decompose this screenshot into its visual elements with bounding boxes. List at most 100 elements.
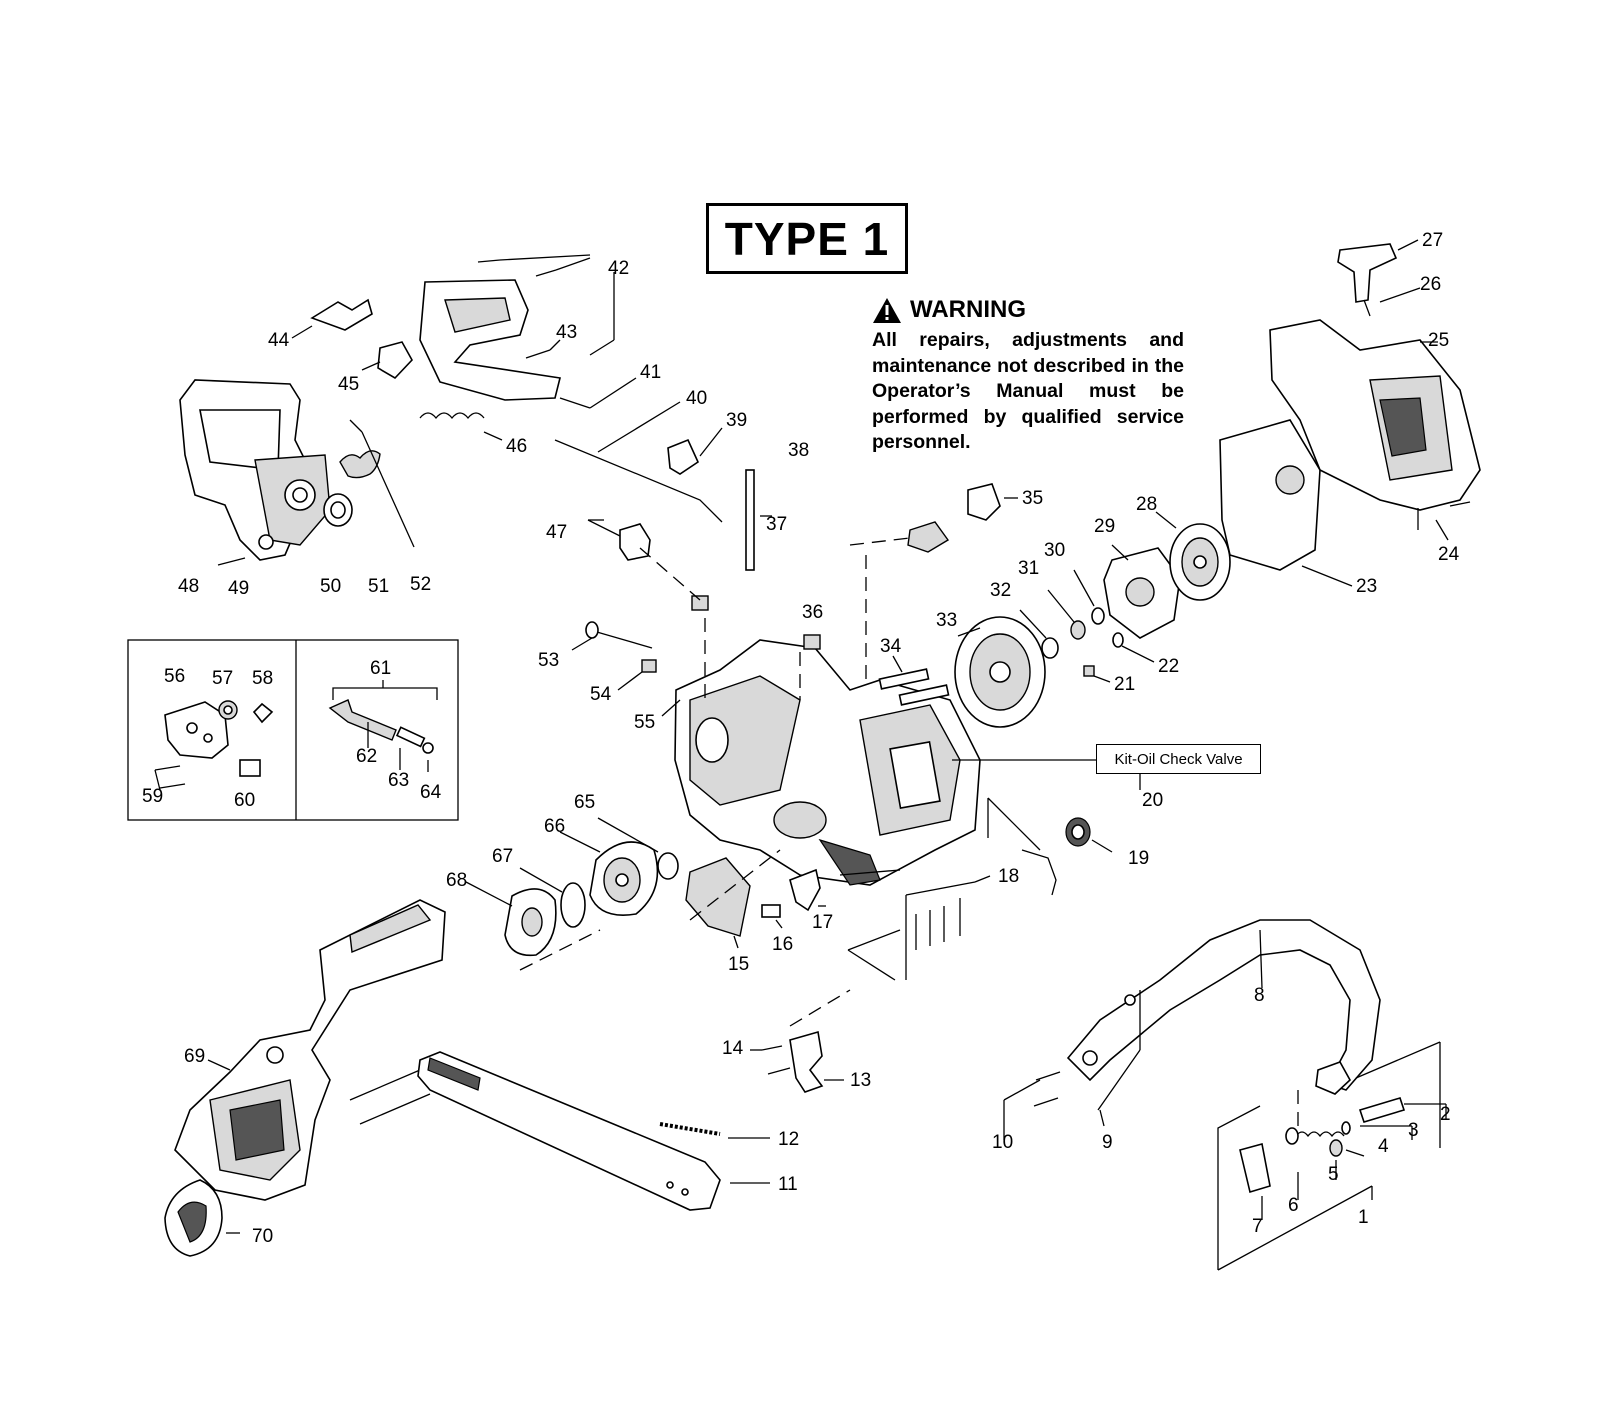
crankcase-assembly xyxy=(571,547,981,886)
label-part-61: 61 xyxy=(370,658,391,679)
handle-clamp xyxy=(1315,1061,1352,1095)
label-part-23: 23 xyxy=(1356,576,1377,597)
pump-fitting xyxy=(252,702,274,724)
isolator-spring-2 xyxy=(339,450,381,479)
plate-2 xyxy=(1358,1097,1406,1123)
hose-fitting xyxy=(422,742,434,754)
label-part-60: 60 xyxy=(234,790,255,811)
oil-hose xyxy=(328,699,397,741)
label-part-36: 36 xyxy=(802,602,823,623)
bumper-spike xyxy=(789,868,821,912)
cable-grommet xyxy=(667,438,700,475)
oil-cap xyxy=(907,521,950,553)
label-part-40: 40 xyxy=(686,388,707,409)
label-part-51: 51 xyxy=(368,576,389,597)
label-part-15: 15 xyxy=(728,954,749,975)
label-part-32: 32 xyxy=(990,580,1011,601)
clutch-drum-group xyxy=(465,817,679,971)
washer-65 xyxy=(657,852,679,880)
bolt-34 xyxy=(878,668,930,690)
label-part-64: 64 xyxy=(420,782,442,803)
label-part-26: 26 xyxy=(1420,274,1441,295)
label-part-39: 39 xyxy=(726,410,747,431)
part-labels: 1 2 3 4 5 6 7 8 9 10 11 12 13 14 15 16 1… xyxy=(142,230,1460,1247)
label-part-25: 25 xyxy=(1428,330,1449,351)
label-part-48: 48 xyxy=(178,576,199,597)
label-part-70: 70 xyxy=(252,1226,273,1247)
return-spring xyxy=(419,412,485,420)
label-part-65: 65 xyxy=(574,792,595,813)
label-part-63: 63 xyxy=(388,770,409,791)
warning-body: All repairs, adjustments and maintenance… xyxy=(872,329,1184,453)
label-part-13: 13 xyxy=(850,1070,871,1091)
front-handle-group xyxy=(1003,919,1447,1271)
label-part-18: 18 xyxy=(998,866,1019,887)
label-part-46: 46 xyxy=(506,436,527,457)
label-part-31: 31 xyxy=(1018,558,1039,579)
label-part-69: 69 xyxy=(184,1046,205,1067)
label-part-43: 43 xyxy=(556,322,577,343)
starter-housing-group xyxy=(1269,239,1481,541)
label-part-66: 66 xyxy=(544,816,565,837)
kit-label: Kit-Oil Check Valve xyxy=(1114,750,1243,768)
label-part-30: 30 xyxy=(1044,540,1065,561)
label-part-29: 29 xyxy=(1094,516,1115,537)
label-part-67: 67 xyxy=(492,846,513,867)
kit-oil-check-valve-box: Kit-Oil Check Valve xyxy=(1096,744,1261,774)
part-21 xyxy=(1083,665,1095,677)
label-part-55: 55 xyxy=(634,712,655,733)
label-part-10: 10 xyxy=(992,1132,1013,1153)
rear-handle-assembly xyxy=(179,379,415,566)
type-label: TYPE 1 xyxy=(724,212,890,265)
starter-handle xyxy=(1337,243,1398,303)
starter-plate xyxy=(1219,419,1321,571)
label-part-22: 22 xyxy=(1158,656,1179,677)
label-part-6: 6 xyxy=(1288,1195,1299,1216)
label-part-42: 42 xyxy=(608,258,629,279)
label-part-68: 68 xyxy=(446,870,467,891)
guide-bar xyxy=(417,1051,721,1211)
label-part-16: 16 xyxy=(772,934,793,955)
label-part-37: 37 xyxy=(766,514,787,535)
label-part-50: 50 xyxy=(320,576,341,597)
label-part-35: 35 xyxy=(1022,488,1043,509)
part-30 xyxy=(1091,607,1105,625)
label-part-17: 17 xyxy=(812,912,833,933)
warning-title: WARNING xyxy=(910,296,1026,323)
front-handle-frame xyxy=(291,254,637,441)
washer-4 xyxy=(1329,1139,1343,1157)
warning-notice: WARNING All repairs, adjustments and mai… xyxy=(872,296,1184,456)
washer-67 xyxy=(560,882,586,928)
label-part-9: 9 xyxy=(1102,1132,1113,1153)
label-part-4: 4 xyxy=(1378,1136,1389,1157)
saw-chain xyxy=(659,1122,721,1136)
warning-icon xyxy=(873,297,901,323)
washer-32 xyxy=(1041,637,1059,659)
sprocket-cover xyxy=(685,857,751,937)
label-part-57: 57 xyxy=(212,668,233,689)
label-part-21: 21 xyxy=(1114,674,1135,695)
throttle-lever xyxy=(310,298,373,331)
lower-parts-group xyxy=(685,759,1141,981)
nut-54 xyxy=(641,659,657,673)
label-part-52: 52 xyxy=(410,574,431,595)
label-part-1: 1 xyxy=(1358,1207,1369,1228)
chain-brake-cover xyxy=(174,899,446,1201)
oil-line xyxy=(1021,849,1057,896)
throttle-cable xyxy=(554,439,723,523)
label-part-8: 8 xyxy=(1254,985,1265,1006)
bar-chain-group xyxy=(417,989,851,1211)
label-part-3: 3 xyxy=(1408,1120,1419,1141)
label-part-58: 58 xyxy=(252,668,273,689)
throttle-cable-group xyxy=(554,401,772,571)
bolt-16 xyxy=(761,904,781,918)
label-part-47: 47 xyxy=(546,522,567,543)
bumper-13 xyxy=(789,1030,824,1093)
label-part-28: 28 xyxy=(1136,494,1157,515)
label-part-38: 38 xyxy=(788,440,809,461)
label-part-12: 12 xyxy=(778,1129,799,1150)
nut-36 xyxy=(803,634,821,650)
throttle-trigger xyxy=(377,341,413,380)
sleeve-7 xyxy=(1239,1143,1271,1194)
